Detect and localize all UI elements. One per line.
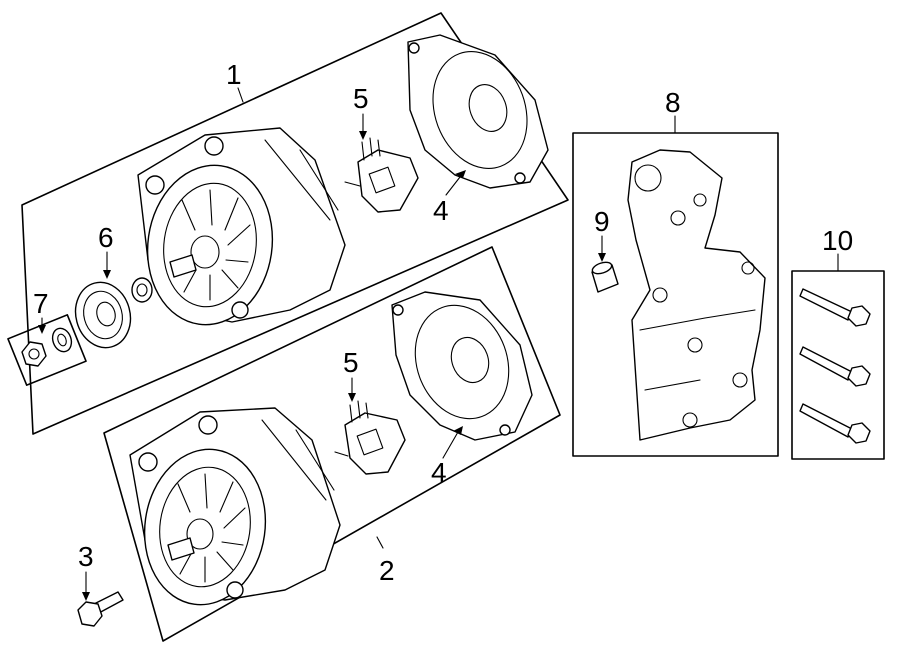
washer xyxy=(131,277,153,303)
upper-alternator xyxy=(137,127,346,326)
callout-6: 6 xyxy=(98,222,114,253)
upper-rear-cover xyxy=(407,34,549,189)
callout-5-upper: 5 xyxy=(353,83,369,114)
bolt xyxy=(77,591,124,627)
lower-group-outline xyxy=(103,246,561,642)
callout-1: 1 xyxy=(226,59,242,90)
lower-regulator xyxy=(334,400,406,475)
callout-5-lower: 5 xyxy=(343,347,359,378)
bolt-set xyxy=(799,288,871,444)
bolt xyxy=(799,288,871,327)
callout-3: 3 xyxy=(78,541,94,572)
nut xyxy=(21,341,47,367)
callout-8: 8 xyxy=(665,87,681,118)
callout-7: 7 xyxy=(33,288,49,319)
bolt xyxy=(799,346,871,387)
callout-2: 2 xyxy=(379,555,395,586)
dowel-pin xyxy=(591,261,619,293)
pulley xyxy=(74,281,132,349)
upper-regulator xyxy=(344,137,419,213)
mounting-bracket xyxy=(627,149,766,441)
callout-4-lower: 4 xyxy=(431,457,447,488)
lower-alternator xyxy=(129,407,341,606)
nut-washer-box xyxy=(7,314,87,386)
callout-10: 10 xyxy=(822,225,853,256)
bolt xyxy=(799,403,871,444)
callout-4-upper: 4 xyxy=(433,195,449,226)
lower-rear-cover xyxy=(391,291,533,441)
lock-washer xyxy=(51,327,73,353)
leader-lines xyxy=(38,87,839,601)
callout-9: 9 xyxy=(594,206,610,237)
